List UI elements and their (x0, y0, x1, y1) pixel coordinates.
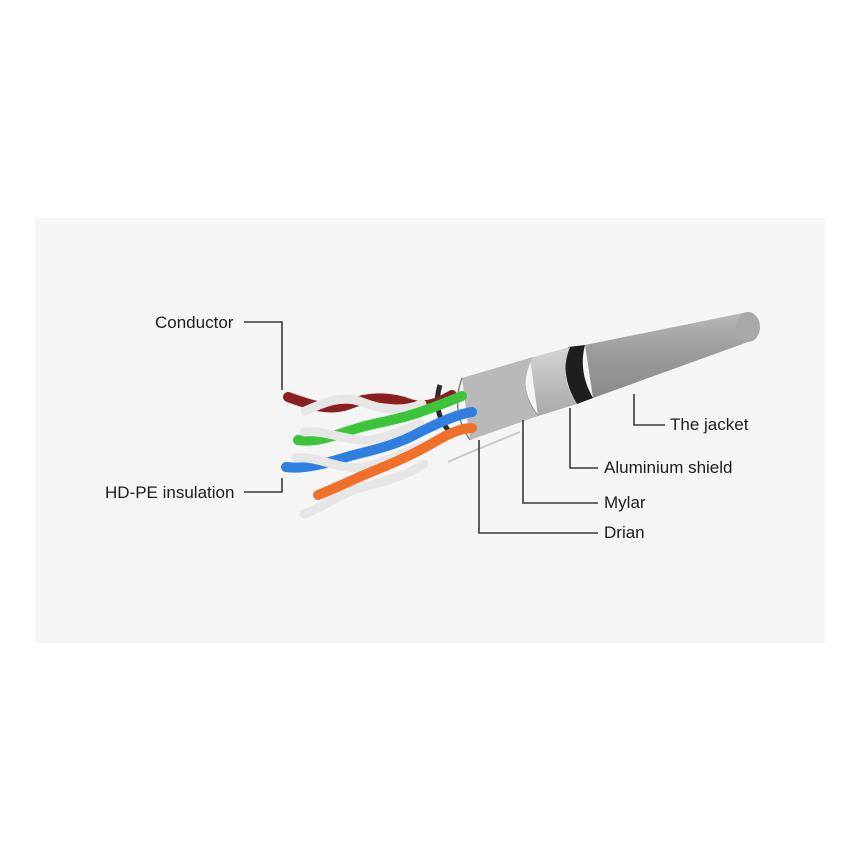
label-conductor: Conductor (155, 313, 234, 332)
label-insulation: HD-PE insulation (105, 483, 234, 502)
label-shield: Aluminium shield (604, 458, 733, 477)
label-jacket: The jacket (670, 415, 749, 434)
pair-blue (281, 407, 477, 473)
twisted-pairs (281, 390, 521, 519)
pair-orange (313, 423, 477, 500)
leader-lines (244, 321, 665, 534)
label-drain: Drian (604, 523, 645, 542)
cable-jacket (565, 312, 760, 404)
drain-wire (447, 431, 521, 463)
label-mylar: Mylar (604, 493, 646, 512)
